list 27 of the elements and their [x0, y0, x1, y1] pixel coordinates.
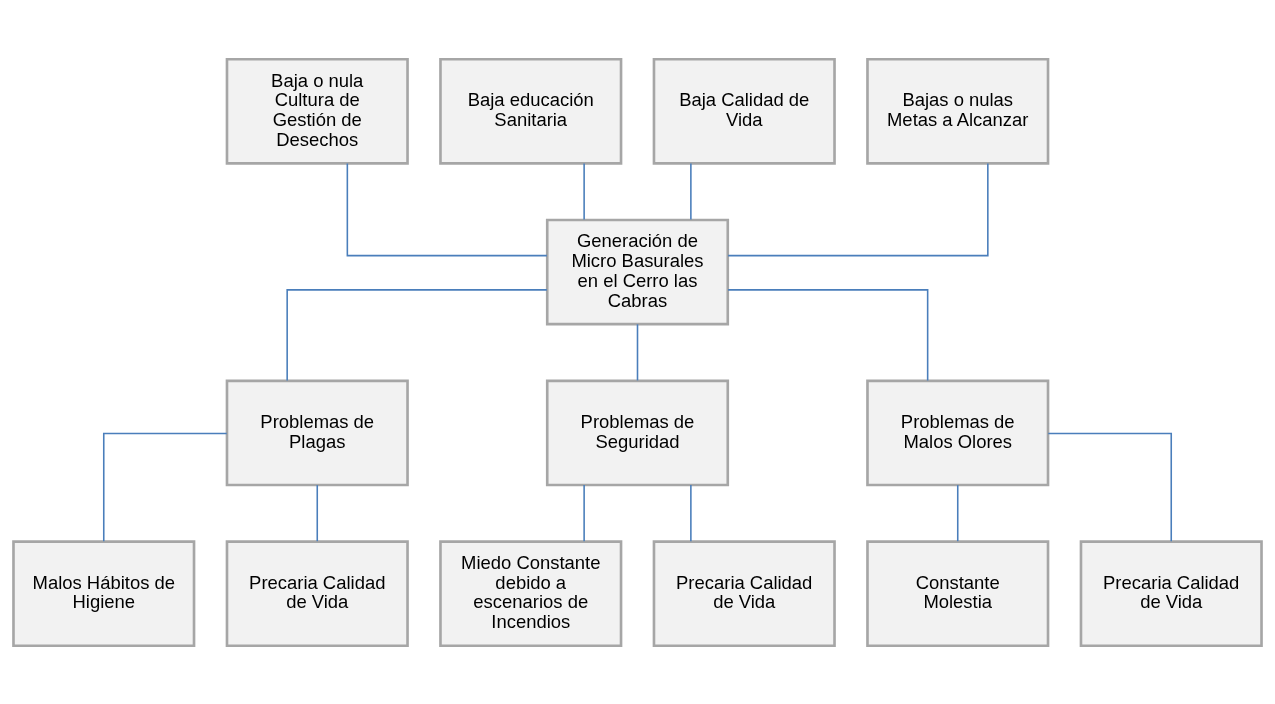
connector — [316, 483, 319, 542]
node-box: Problemas de Seguridad — [545, 379, 730, 486]
node-box: Problemas de Plagas — [225, 379, 409, 486]
connector — [727, 288, 929, 381]
connector — [690, 483, 692, 542]
connector — [346, 162, 548, 256]
connector — [727, 162, 989, 256]
node-box: Precaria Calidad de Vida — [1079, 539, 1263, 647]
node-box: Baja o nula Cultura de Gestión de Desechos — [225, 57, 409, 165]
connector — [956, 483, 959, 542]
connector — [583, 162, 585, 220]
connector — [102, 432, 228, 542]
node-box: Generación de Micro Basurales en el Cerro las Cabras — [545, 218, 730, 325]
connector — [286, 288, 548, 381]
node-box: Precaria Calidad de Vida — [652, 539, 836, 647]
node-box: Problemas de Malos Olores — [866, 379, 1050, 486]
connector — [1047, 432, 1173, 542]
connector — [690, 162, 692, 220]
connector — [636, 323, 639, 381]
node-box: Baja Calidad de Vida — [652, 57, 836, 165]
connector — [583, 483, 585, 542]
node-box: Bajas o nulas Metas a Alcanzar — [866, 57, 1050, 165]
node-box: Precaria Calidad de Vida — [225, 539, 409, 647]
node-box: Malos Hábitos de Higiene — [12, 539, 196, 647]
node-box: Constante Molestia — [866, 539, 1050, 647]
node-box: Baja educación Sanitaria — [439, 57, 623, 165]
node-box: Miedo Constante debido a escenarios de Incendios — [439, 539, 623, 647]
